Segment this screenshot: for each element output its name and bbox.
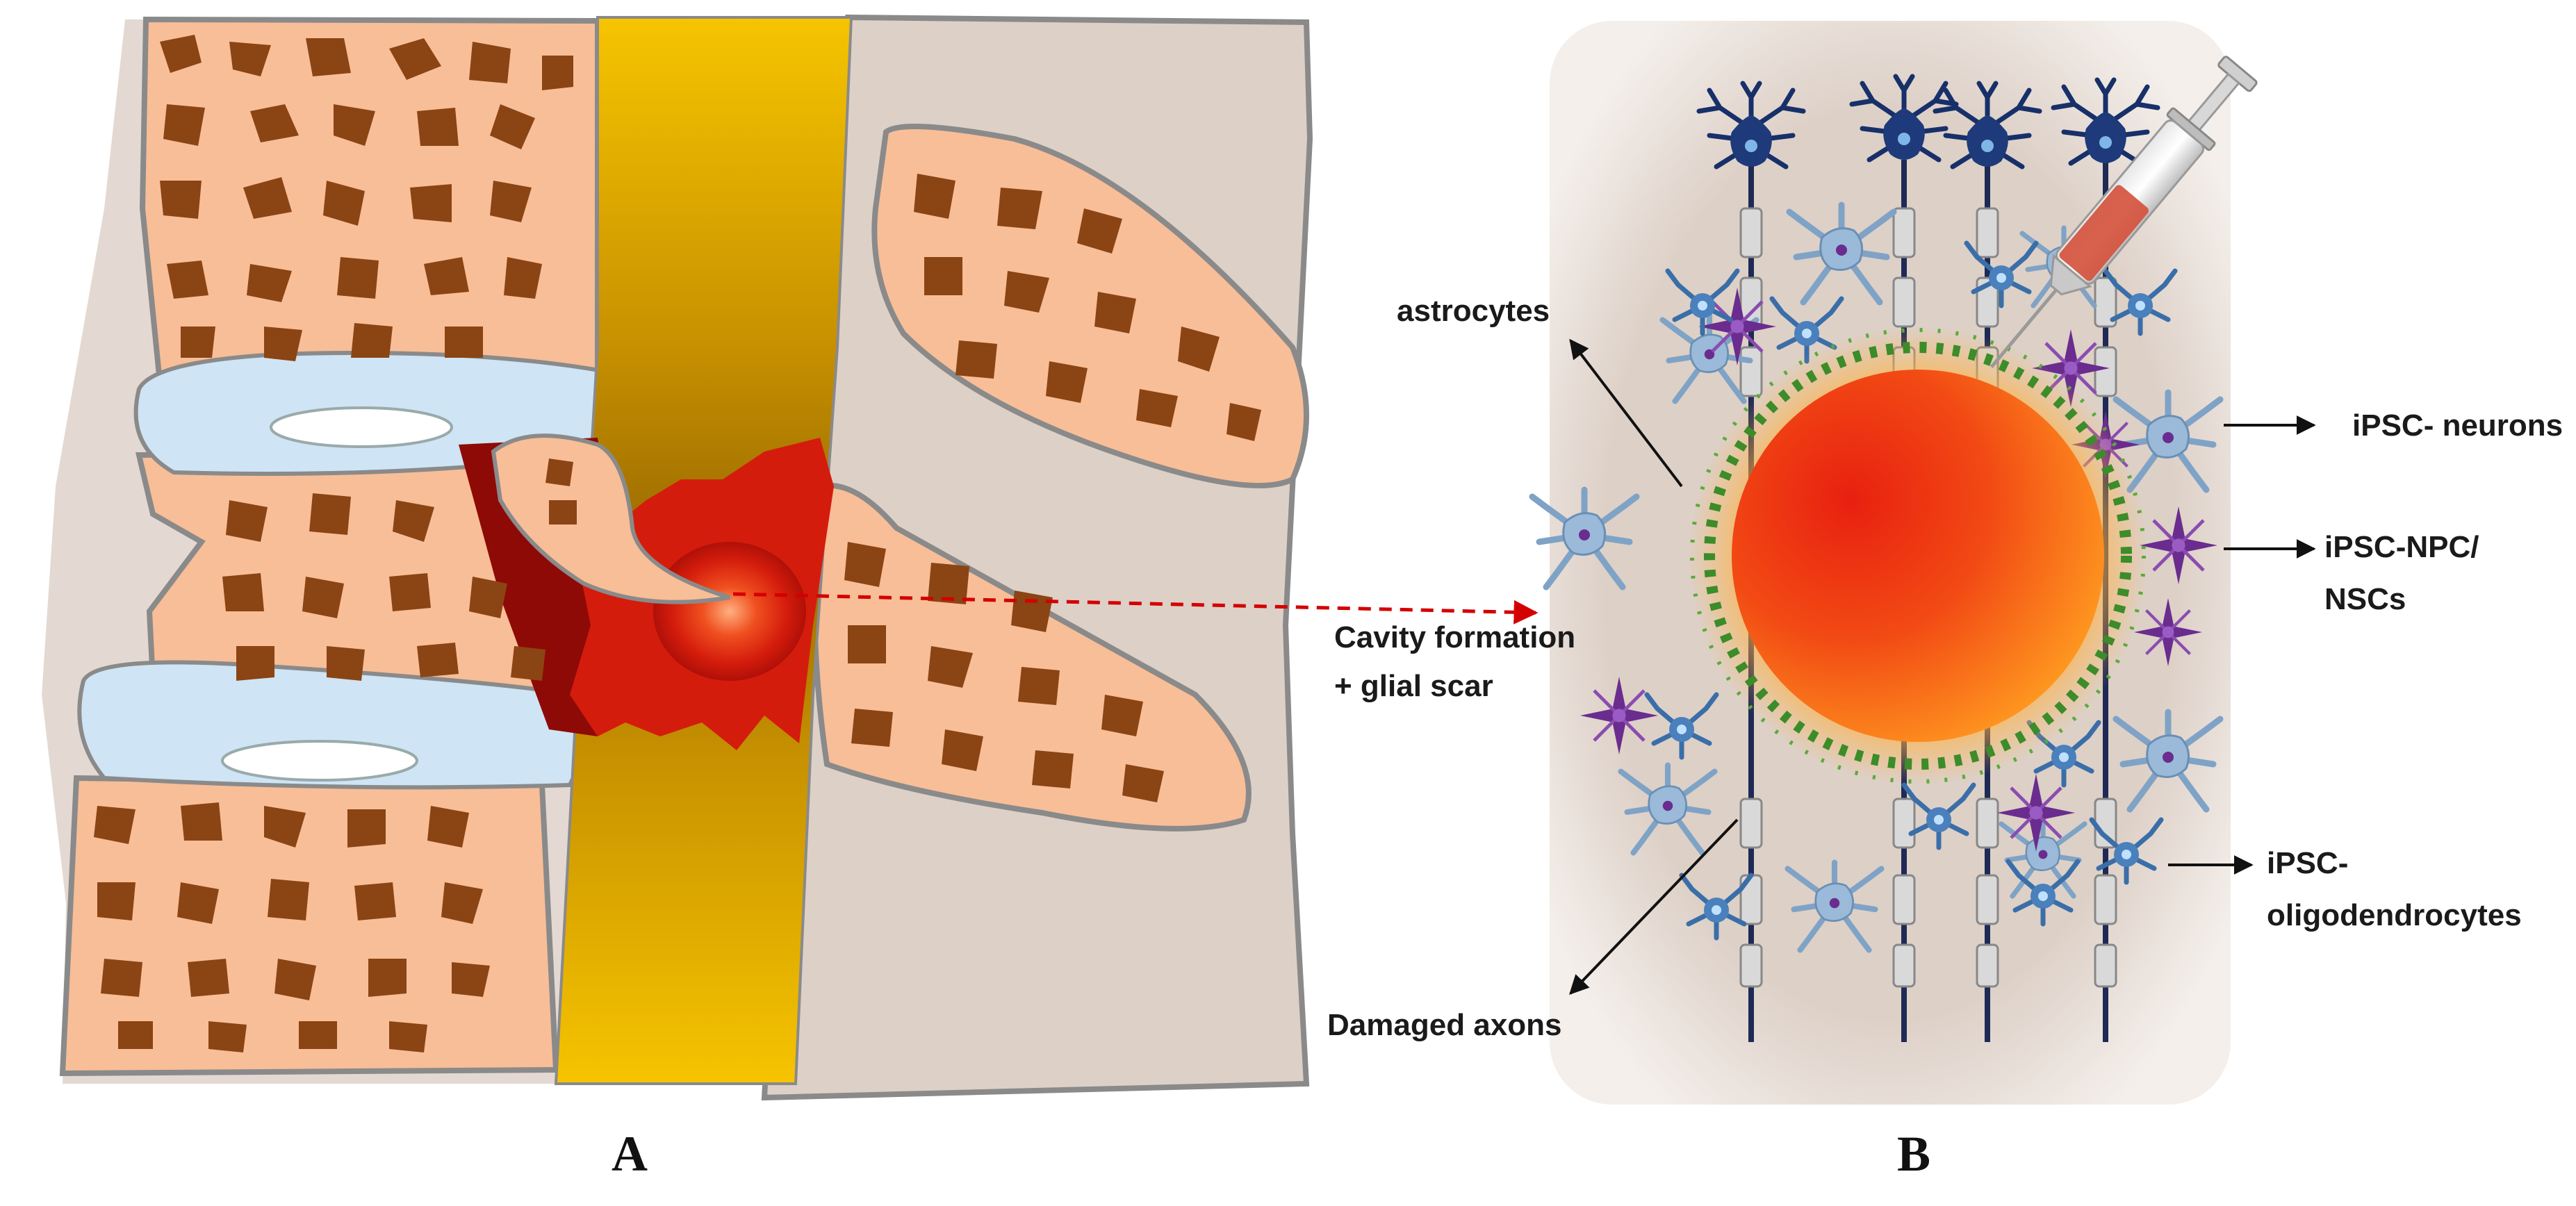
disc-nucleus-lower <box>221 740 418 782</box>
panel-a-spine <box>42 14 1313 1101</box>
annotation-arrows <box>1569 338 2316 996</box>
label-cavity-line2: + glial scar <box>1334 669 1493 703</box>
cavity <box>1732 370 2104 742</box>
glial-scar-outer <box>1690 328 2146 784</box>
panel-letter-a: A <box>612 1126 648 1182</box>
injury-core <box>653 542 806 681</box>
disc-nucleus-upper <box>270 406 453 448</box>
panel-letter-b: B <box>1897 1126 1931 1182</box>
posterior-process-upper <box>871 124 1309 488</box>
posterior-process-lower <box>812 482 1252 832</box>
label-oligo-line1: iPSC- <box>2267 846 2349 880</box>
label-ipsc-npc-line1: iPSC-NPC/ <box>2324 530 2479 564</box>
glial-scar-ring <box>1704 342 2132 770</box>
label-astrocytes: astrocytes <box>1397 294 1550 328</box>
zoom-arrow <box>732 592 1539 625</box>
axons-arrow <box>1569 818 1739 996</box>
label-ipsc-npc-line2: NSCs <box>2324 582 2406 616</box>
syringe-icon <box>1990 56 2258 368</box>
label-ipsc-neurons: iPSC- neurons <box>2352 408 2563 443</box>
label-oligo-line2: oligodendrocytes <box>2267 898 2522 932</box>
astrocytes-arrow <box>1569 338 1683 488</box>
label-damaged-axons: Damaged axons <box>1327 1008 1562 1042</box>
label-cavity-line1: Cavity formation <box>1334 620 1576 654</box>
panel-b-injury-site <box>1532 21 2258 1105</box>
bone-spots <box>94 35 1261 1052</box>
